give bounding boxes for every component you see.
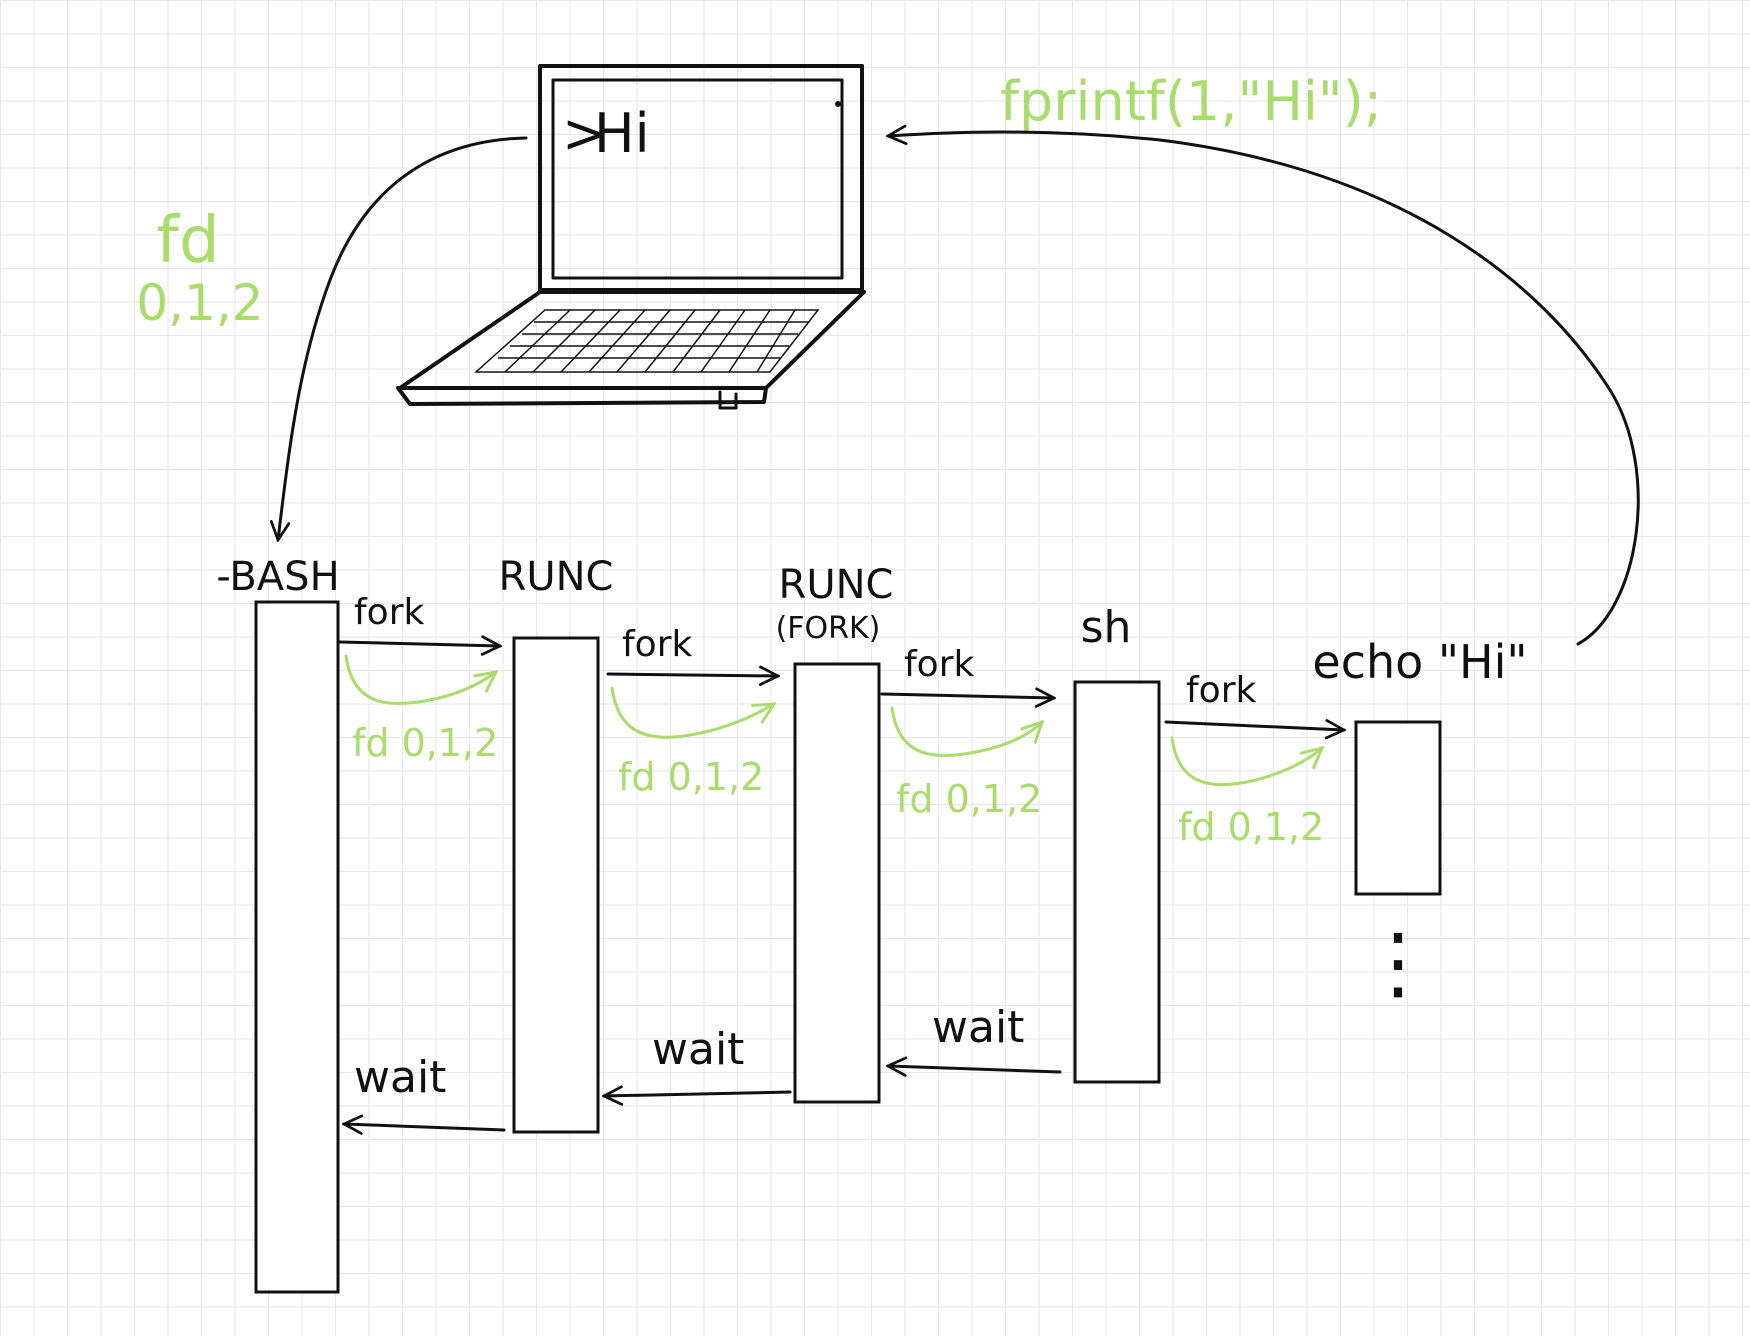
wait-label: wait (652, 1024, 744, 1075)
process-bash: -BASH (216, 554, 340, 1294)
fork-label: fork (622, 624, 693, 665)
fd-edge: fd 0,1,2 (344, 654, 498, 765)
process-echo: echo "Hi" (1312, 635, 1528, 896)
fd-note-label: fd (156, 204, 219, 278)
fd-edge: fd 0,1,2 (890, 706, 1042, 821)
fork-label: fork (354, 592, 425, 633)
fd-inherit-arrows: fd 0,1,2 fd 0,1,2 fd 0,1,2 fd 0,1,2 (344, 654, 1324, 849)
process-runc: RUNC (499, 554, 614, 1134)
terminal-output: Hi (594, 102, 650, 165)
fork-edge: fork (880, 644, 1054, 698)
process-sh: sh (1073, 602, 1161, 1084)
process-label: -BASH (216, 554, 339, 600)
wait-edge: wait (344, 1052, 506, 1130)
process-runc-fork: RUNC (FORK) (776, 562, 894, 1104)
fork-label: fork (904, 644, 975, 685)
process-label: echo "Hi" (1312, 635, 1527, 689)
wait-edge: wait (888, 1002, 1062, 1072)
fork-edge: fork (338, 592, 500, 646)
fd-label: fd 0,1,2 (618, 755, 764, 799)
wait-edge: wait (604, 1024, 792, 1096)
fd-label: fd 0,1,2 (352, 721, 498, 765)
keyboard (474, 309, 820, 373)
fork-edge: fork (606, 624, 778, 676)
fd-label: fd 0,1,2 (1178, 805, 1324, 849)
terminal-prompt: > (562, 102, 607, 165)
fd-edge: fd 0,1,2 (610, 686, 774, 799)
fd-edge: fd 0,1,2 (1170, 736, 1324, 849)
wait-arrows: wait wait wait (344, 1002, 1062, 1130)
process-label: sh (1081, 602, 1132, 653)
fork-edge: fork (1164, 670, 1344, 730)
process-label: RUNC (779, 562, 894, 608)
terminal-screen: > Hi (562, 101, 841, 165)
laptop-icon: > Hi (396, 64, 866, 410)
fork-label: fork (1186, 670, 1257, 711)
fd-note: fd 0,1,2 (136, 204, 263, 332)
wait-label: wait (354, 1052, 446, 1103)
fork-arrows: fork fork fork fork (338, 592, 1344, 730)
fd-label: fd 0,1,2 (896, 777, 1042, 821)
continuation-dots: ⋮ (1358, 916, 1438, 1009)
terminal-to-bash-arrow (278, 136, 528, 540)
process-label: RUNC (499, 554, 614, 600)
fprintf-note: fprintf(1,"Hi"); (1000, 70, 1382, 133)
process-sublabel: (FORK) (776, 611, 881, 646)
wait-label: wait (932, 1002, 1024, 1053)
echo-to-terminal-arrow (888, 132, 1640, 646)
fd-note-values: 0,1,2 (136, 274, 263, 332)
